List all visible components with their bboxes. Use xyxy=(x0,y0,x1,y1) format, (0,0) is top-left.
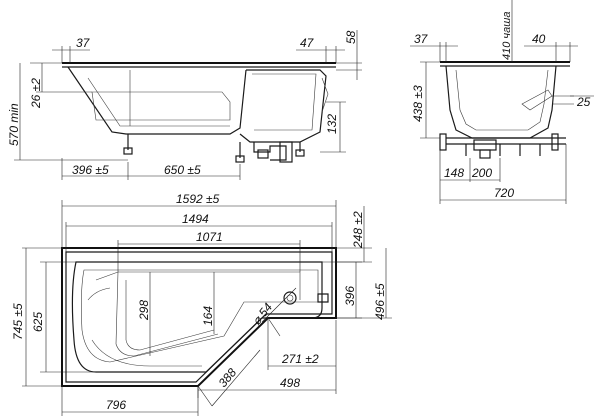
dim-inner-width: 625 xyxy=(31,312,45,332)
end-view: 37 410 чаша 40 438 ±3 25 148 200 720 xyxy=(410,0,594,204)
dim-right-inner: 396 xyxy=(343,286,357,306)
dim-foot-b: 200 xyxy=(471,166,492,180)
dim-right-step: 25 xyxy=(576,95,591,109)
plan-view: 1592 ±5 1494 1071 248 ±2 745 ±5 625 298 … xyxy=(11,192,392,416)
dim-bowl-length: 1071 xyxy=(196,230,223,244)
dim-top-right-h: 58 xyxy=(344,30,358,44)
dim-top-left-lip: 37 xyxy=(76,36,91,50)
dim-foot-left: 396 ±5 xyxy=(72,163,109,177)
dim-foot-span: 650 ±5 xyxy=(164,163,201,177)
dim-height: 438 ±3 xyxy=(411,85,425,122)
dim-mid-inner: 164 xyxy=(201,306,215,326)
dim-lip-left: 37 xyxy=(414,32,429,46)
dim-end-wall: 248 ±2 xyxy=(351,211,365,249)
dim-bottom-left: 796 xyxy=(106,398,126,412)
dim-left-depth: 26 ±2 xyxy=(29,78,43,109)
dim-top-right-lip: 47 xyxy=(300,36,315,50)
dim-total-height: 570 min xyxy=(7,103,21,146)
dim-right-height: 132 xyxy=(325,114,339,134)
dim-left-inner: 298 xyxy=(137,300,151,321)
dim-overall-length: 1592 ±5 xyxy=(176,192,220,206)
dim-step-small: 271 ±2 xyxy=(281,352,319,366)
dim-bottom-right: 498 xyxy=(280,376,300,390)
dim-right-width: 496 ±5 xyxy=(373,283,387,320)
dim-bowl-depth: 410 чаша xyxy=(501,12,513,60)
dim-diagonal: 388 xyxy=(216,365,240,390)
dim-foot-a: 148 xyxy=(444,166,464,180)
dim-inner-length: 1494 xyxy=(182,212,209,226)
dim-width: 720 xyxy=(494,186,514,200)
drain-icon xyxy=(283,291,297,305)
feet xyxy=(123,134,305,163)
dim-lip-right: 40 xyxy=(532,32,546,46)
side-view: 37 47 58 26 ±2 570 min 132 396 ±5 650 ±5 xyxy=(7,30,362,180)
dim-overall-width: 745 ±5 xyxy=(11,303,25,340)
